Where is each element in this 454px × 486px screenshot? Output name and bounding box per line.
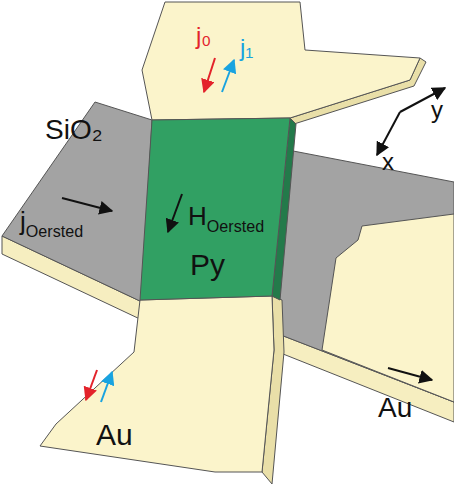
current-arrow-blue (222, 60, 234, 92)
field-arrow (168, 194, 182, 232)
sio2-strip-left (2, 102, 152, 302)
device-region: SiO₂ jOersted (0, 95, 150, 260)
region-label: j₀ (196, 24, 211, 48)
current-arrow-red (86, 370, 97, 400)
region-label: jOersted (20, 208, 83, 234)
au-pad-top (142, 2, 420, 120)
device-region: Au (40, 300, 280, 480)
py-element (140, 118, 290, 300)
region-label: Py (190, 250, 225, 280)
region-label: Au (96, 420, 133, 450)
sio2-strip-right (268, 150, 454, 402)
device-region: HOerstedPy (150, 120, 290, 295)
region-label: j₁ (240, 36, 253, 60)
region-label: Au (378, 394, 412, 422)
region-label: HOersted (188, 203, 264, 229)
au-pad-bottom (40, 296, 274, 472)
device-region: Au (320, 215, 454, 435)
axis-x (377, 112, 400, 155)
au-strip-right (322, 214, 454, 402)
device-region: j₀ j₁ (140, 0, 420, 118)
region-label: SiO₂ (45, 116, 103, 144)
axis-label: y (431, 98, 443, 122)
current-arrow-blue (101, 372, 112, 402)
current-arrow (62, 198, 112, 211)
axis-label: x (382, 150, 394, 174)
current-arrow (388, 368, 432, 380)
current-arrow-red (204, 58, 215, 92)
